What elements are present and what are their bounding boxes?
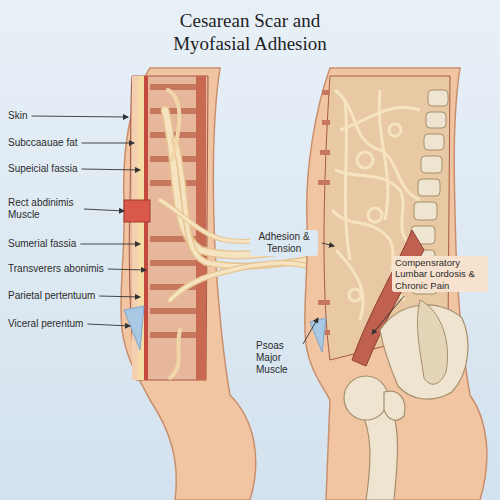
leader-line bbox=[99, 296, 140, 297]
part-label: Subccaauae fat bbox=[8, 137, 78, 149]
part-label: Adhesion & Tension bbox=[250, 230, 318, 256]
leader-line bbox=[87, 324, 130, 326]
part-label: Rect abdinimis Muscle bbox=[8, 197, 80, 221]
leader-line bbox=[372, 296, 404, 334]
part-label: Parietal pertentuum bbox=[8, 290, 95, 302]
part-label: Supeicial fassia bbox=[8, 163, 77, 175]
right-layers bbox=[310, 90, 330, 352]
leader-line bbox=[108, 269, 146, 270]
leader-line bbox=[81, 169, 140, 170]
part-label: Skin bbox=[8, 110, 27, 122]
leader-line bbox=[322, 243, 334, 246]
diagram-title: Cesarean Scar and Myofasial Adhesion bbox=[150, 10, 350, 56]
part-label: Sumerial fassia bbox=[8, 238, 76, 250]
part-label: Psoas Major Muscle bbox=[256, 340, 300, 376]
leader-line bbox=[80, 244, 140, 245]
leader-line bbox=[84, 209, 124, 211]
sacrum bbox=[417, 300, 447, 384]
part-label: Viceral perentum bbox=[8, 318, 83, 330]
femur bbox=[344, 376, 405, 500]
leader-line bbox=[303, 318, 318, 344]
part-label: Transverers abonimis bbox=[8, 263, 104, 275]
part-label: Compensratory Lumbar Lordosis & Chronic … bbox=[392, 256, 488, 292]
leader-line bbox=[31, 116, 128, 117]
leader-line bbox=[82, 143, 135, 144]
